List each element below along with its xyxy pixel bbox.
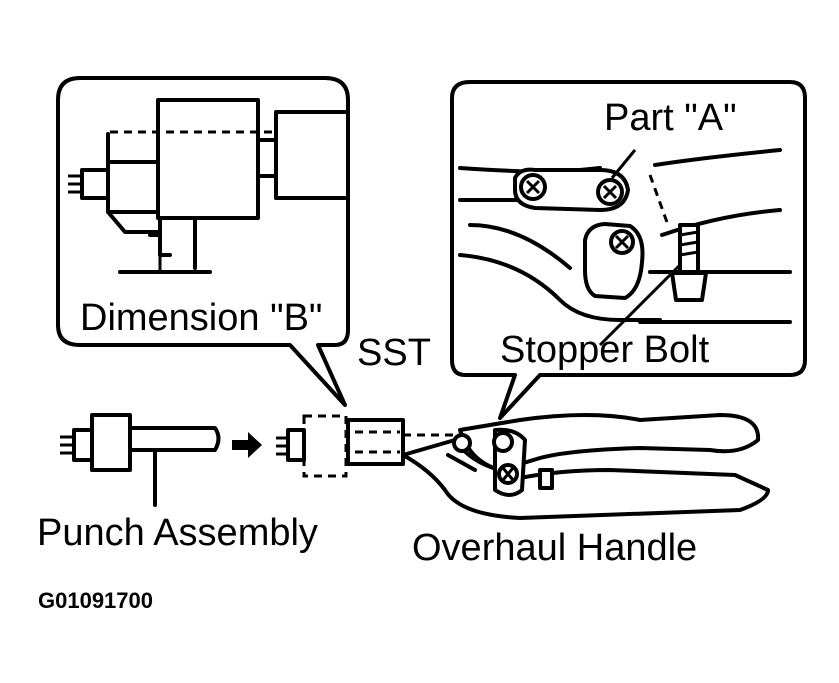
part-a-detail-drawing xyxy=(458,148,792,347)
dimension-b-label: Dimension "B" xyxy=(80,297,322,339)
left-callout-bubble xyxy=(56,76,350,407)
sst-label: SST xyxy=(357,332,431,374)
right-callout-bubble xyxy=(450,80,807,420)
overhaul-handle-label: Overhaul Handle xyxy=(412,527,697,569)
part-a-label: Part "A" xyxy=(604,97,737,139)
direction-arrow-icon xyxy=(232,432,262,458)
stopper-bolt-label: Stopper Bolt xyxy=(500,329,710,371)
figure-id-label: G01091700 xyxy=(38,588,153,613)
punch-assembly-drawing xyxy=(60,413,221,507)
punch-detail-drawing xyxy=(68,98,347,274)
punch-assembly-label: Punch Assembly xyxy=(37,512,318,554)
overhaul-handle-drawing xyxy=(276,413,770,520)
